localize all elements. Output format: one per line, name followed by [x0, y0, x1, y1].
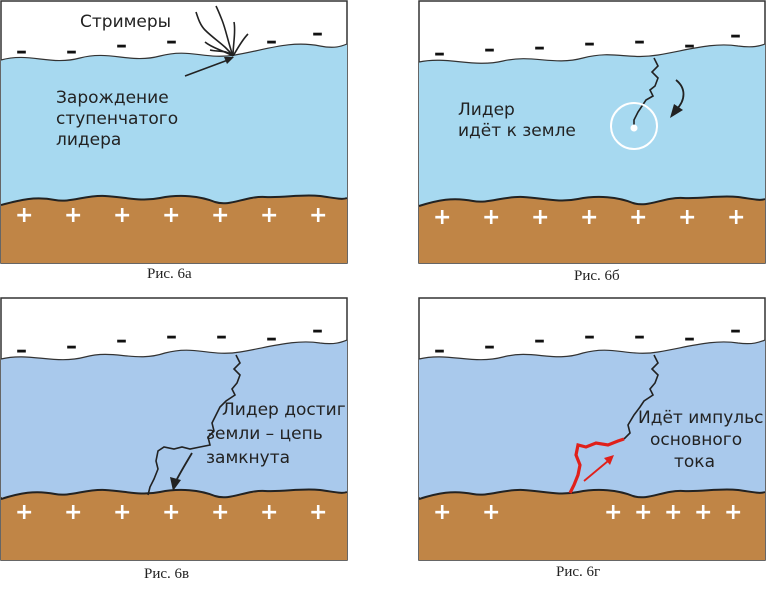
- minus-sign: –: [66, 39, 77, 64]
- diagram-6b: – – – – – – – + + + + + + + Лидер идёт к…: [418, 0, 766, 264]
- minus-sign: –: [634, 29, 645, 54]
- caption-6g: Рис. 6г: [556, 564, 601, 580]
- plus-sign: +: [727, 205, 745, 230]
- plus-sign: +: [482, 205, 500, 230]
- plus-sign: +: [64, 203, 82, 228]
- streamers: [195, 5, 249, 57]
- stepped-leader: [633, 57, 659, 126]
- plus-sign: +: [531, 205, 549, 230]
- minus-sign: –: [116, 328, 127, 353]
- minus-sign: –: [634, 324, 645, 349]
- arrow-icon: [583, 455, 614, 482]
- plus-sign: +: [482, 500, 500, 525]
- arrow-icon: [184, 57, 234, 77]
- minus-sign: –: [534, 35, 545, 60]
- ground-region: [1, 489, 347, 560]
- minus-sign: –: [66, 334, 77, 359]
- minus-sign: –: [312, 21, 323, 46]
- label-impulse-1: Идёт импульс: [638, 408, 764, 428]
- minus-sign: –: [266, 29, 277, 54]
- plus-sign: +: [694, 500, 712, 525]
- plus-sign: +: [433, 205, 451, 230]
- plus-sign: +: [162, 500, 180, 525]
- panel-6b: – – – – – – – + + + + + + + Лидер идёт к…: [418, 0, 768, 265]
- label-origin-1: Зарождение: [56, 88, 169, 108]
- plus-sign: +: [260, 500, 278, 525]
- plus-sign: +: [260, 203, 278, 228]
- plus-sign: +: [629, 205, 647, 230]
- plus-sign: +: [15, 500, 33, 525]
- plus-sign: +: [211, 500, 229, 525]
- minus-sign: –: [166, 324, 177, 349]
- plus-sign: +: [162, 203, 180, 228]
- label-origin-3: лидера: [56, 130, 121, 150]
- minus-sign: –: [484, 37, 495, 62]
- diagram-6v: – – – – – – – + + + + + + + Лидер достиг…: [0, 297, 348, 561]
- panel-6a: – – – – – – + + + + + + + Стримеры Зарож…: [0, 0, 350, 265]
- plus-sign: +: [15, 203, 33, 228]
- plus-sign: +: [211, 203, 229, 228]
- ground-region: [1, 195, 347, 263]
- label-impulse-3: тока: [674, 452, 715, 472]
- minus-sign: –: [584, 31, 595, 56]
- minus-sign: –: [116, 33, 127, 58]
- plus-sign: +: [580, 205, 598, 230]
- caption-6a: Рис. 6а: [147, 266, 192, 282]
- leader-channel: [147, 354, 241, 496]
- ground-region: [419, 489, 765, 560]
- curved-arrow-icon: [670, 79, 685, 118]
- plus-sign: +: [113, 500, 131, 525]
- label-leader-2: идёт к земле: [458, 121, 576, 141]
- cloud-region: [1, 340, 347, 497]
- minus-sign: –: [166, 29, 177, 54]
- plus-sign: +: [433, 500, 451, 525]
- caption-6v: Рис. 6в: [144, 566, 190, 582]
- minus-sign: –: [16, 338, 27, 363]
- label-origin-2: ступенчатого: [56, 109, 178, 129]
- minus-sign: –: [312, 318, 323, 343]
- panel-6g: – – – – – – – + + + + + + + Идёт импульс…: [418, 297, 768, 562]
- diagram-6a: – – – – – – + + + + + + + Стримеры Зарож…: [0, 0, 348, 264]
- label-leader-1: Лидер: [458, 100, 515, 120]
- plus-sign: +: [604, 500, 622, 525]
- label-impulse-2: основного: [650, 430, 742, 450]
- leader-tip-dot: [630, 124, 638, 132]
- plus-sign: +: [724, 500, 742, 525]
- plus-sign: +: [309, 500, 327, 525]
- caption-6b: Рис. 6б: [574, 268, 620, 284]
- curved-arrow-icon: [170, 452, 193, 491]
- label-reached-1: Лидер достиг: [222, 400, 346, 420]
- minus-sign: –: [16, 39, 27, 64]
- minus-sign: –: [730, 318, 741, 343]
- ground-region: [419, 196, 765, 263]
- panel-6v: – – – – – – – + + + + + + + Лидер достиг…: [0, 297, 350, 562]
- minus-sign: –: [434, 41, 445, 66]
- plus-sign: +: [664, 500, 682, 525]
- plus-sign: +: [113, 203, 131, 228]
- minus-sign: –: [684, 326, 695, 351]
- cloud-region: [1, 44, 347, 205]
- label-streamers: Стримеры: [80, 12, 171, 32]
- minus-sign: –: [434, 338, 445, 363]
- plus-sign: +: [678, 205, 696, 230]
- leader-channel: [623, 354, 659, 440]
- label-reached-2: земли – цепь: [206, 424, 323, 444]
- cloud-region: [419, 340, 765, 497]
- minus-sign: –: [266, 326, 277, 351]
- minus-sign: –: [584, 324, 595, 349]
- minus-sign: –: [730, 23, 741, 48]
- minus-sign: –: [484, 334, 495, 359]
- leader-tip-circle: [610, 102, 658, 150]
- minus-sign: –: [684, 33, 695, 58]
- plus-sign: +: [64, 500, 82, 525]
- diagram-6g: – – – – – – – + + + + + + + Идёт импульс…: [418, 297, 766, 561]
- return-stroke: [568, 437, 625, 494]
- label-reached-3: замкнута: [206, 448, 290, 468]
- minus-sign: –: [216, 324, 227, 349]
- cloud-region: [419, 44, 765, 205]
- plus-sign: +: [309, 203, 327, 228]
- plus-sign: +: [634, 500, 652, 525]
- minus-sign: –: [534, 328, 545, 353]
